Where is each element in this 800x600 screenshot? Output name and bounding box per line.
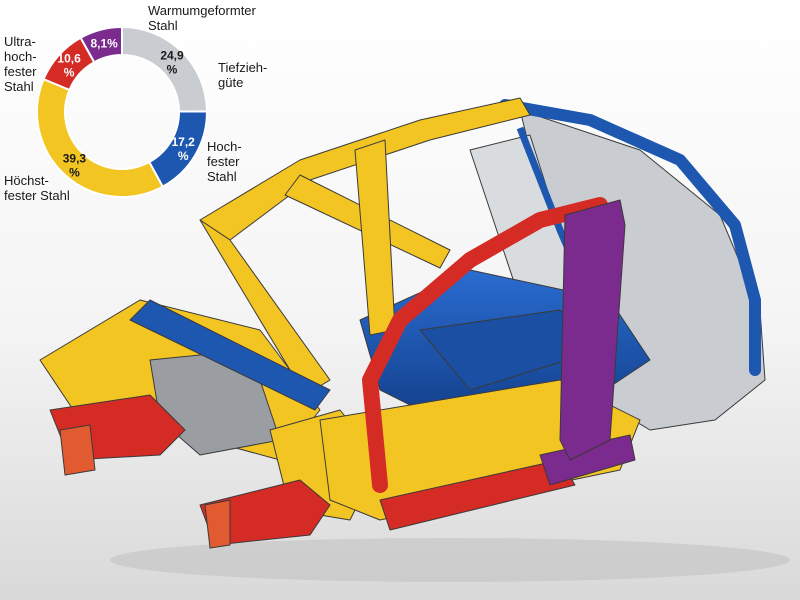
front-subframe-mount (204, 499, 231, 549)
ground-shadow (110, 538, 790, 582)
segment-name-label-hoechstfester-stahl: Höchst-fester Stahl (4, 173, 70, 203)
dash-crossbeam (129, 299, 331, 411)
steel-grade-donut-chart: 24,9% 17,2% 39,3% 10,6% 8,1% (36, 25, 209, 198)
b-pillar-left-yellow (354, 139, 396, 336)
donut-value-label-warmumgeformter-stahl: 8,1% (90, 36, 118, 50)
rocker-reinforcement-red (379, 459, 576, 531)
donut-value-label-tiefziehguete: 24,9% (160, 49, 184, 77)
front-bumper-mount (59, 424, 96, 476)
car-body-illustration (39, 97, 790, 582)
segment-name-label-tiefziehguete: Tiefzieh-güte (218, 60, 267, 90)
donut-slice-warmumgeformter-stahl (79, 25, 123, 64)
roof-rail-left (199, 97, 531, 241)
donut-value-label-ultrahochfester-stahl: 10,6% (57, 52, 81, 80)
donut-slice-tiefziehguete (121, 25, 209, 113)
donut-value-label-hochfester-stahl: 17,2% (172, 135, 196, 163)
a-pillar-ultra-high-strength (362, 197, 608, 493)
donut-value-label-hoechstfester-stahl: 39,3% (63, 152, 87, 180)
b-pillar-hot-formed (559, 199, 626, 461)
donut-slice-hoechstfester-stahl (36, 77, 165, 198)
rocker-panel (319, 379, 641, 521)
a-pillar-left (199, 219, 331, 396)
rear-roof-frame (499, 99, 761, 376)
